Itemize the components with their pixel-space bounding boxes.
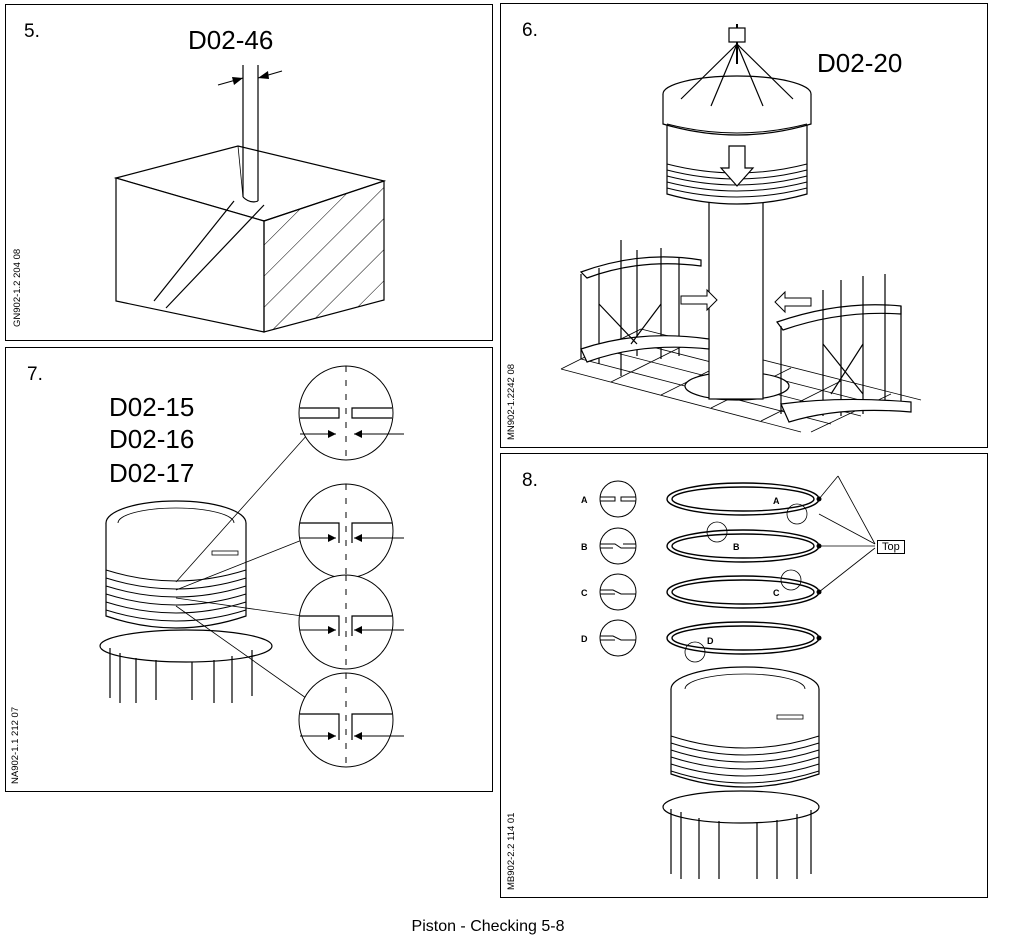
page-caption: Piston - Checking 5-8	[411, 918, 565, 935]
panel-8: 8. MB902-2.2 114 01 A B C D A B C D Top	[500, 453, 988, 898]
reference-code: D02-16	[109, 424, 195, 454]
ring-letter-d: D	[707, 636, 714, 646]
ring-letter-c: C	[773, 588, 780, 598]
top-label: Top	[877, 540, 905, 554]
ring-orientation-diagram	[599, 475, 876, 879]
panel-5: 5. D02-46 GN902-1.2 204 08	[5, 4, 493, 341]
step-number: 7.	[27, 364, 43, 385]
ring-letter-a: A	[581, 495, 588, 505]
step-number: 6.	[522, 20, 538, 41]
groove-width-diagram	[113, 65, 387, 333]
ring-letter-b: B	[581, 542, 588, 552]
piston-lift-diagram	[560, 24, 922, 433]
ring-letter-c: C	[581, 588, 588, 598]
panel-7: 7. D02-15 D02-16 D02-17 NA902-1.1 212 07	[5, 347, 493, 792]
reference-code: D02-46	[188, 25, 274, 55]
reference-code: D02-17	[109, 458, 195, 488]
ring-letter-b: B	[733, 542, 740, 552]
reference-code: D02-20	[817, 48, 903, 78]
step-number: 5.	[24, 21, 40, 42]
step-number: 8.	[522, 470, 538, 491]
panel-6: 6. D02-20 MN902-1.2242 08	[500, 3, 988, 448]
ring-letter-d: D	[581, 634, 588, 644]
ring-groove-check-diagram	[99, 365, 404, 768]
ring-letter-a: A	[773, 496, 780, 506]
reference-code: D02-15	[109, 392, 195, 422]
